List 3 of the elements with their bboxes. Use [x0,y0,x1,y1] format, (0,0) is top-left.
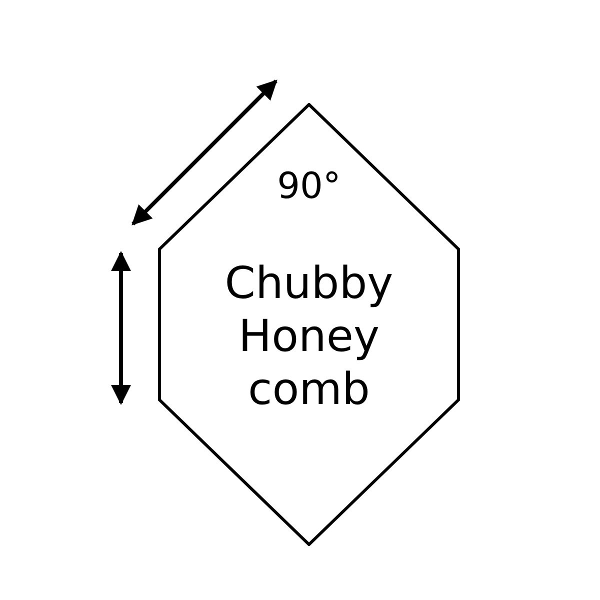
shape-name: Chubby Honey comb [224,258,394,415]
hexagon-shape [158,103,460,546]
angle-label: 90° [277,166,341,207]
